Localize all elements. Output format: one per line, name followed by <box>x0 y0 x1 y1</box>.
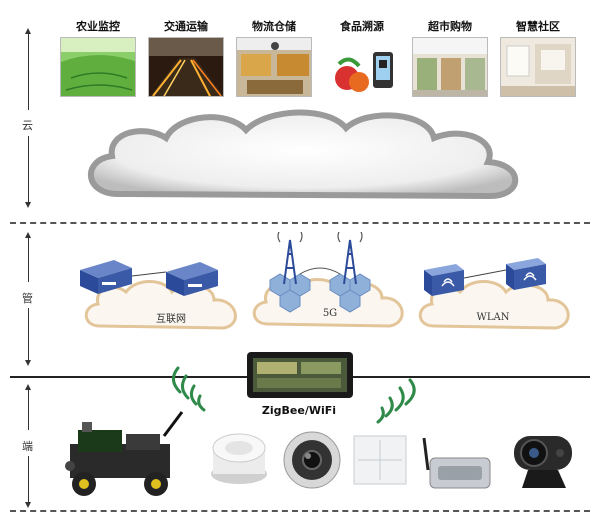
app-logistics: 物流仓储 <box>236 20 312 97</box>
gateway-label: ZigBee/WiFi <box>261 404 337 417</box>
app-label: 超市购物 <box>428 20 472 33</box>
cloud-layer-arrow-up <box>25 28 31 110</box>
fiveg-network-cloud-icon <box>252 232 404 328</box>
app-label: 智慧社区 <box>516 20 560 33</box>
wlan-network-cloud-icon <box>418 258 570 330</box>
access-point-icon <box>424 264 464 296</box>
fiveg-label: 5G <box>322 308 338 319</box>
dome-camera-icon <box>283 431 341 489</box>
food-scan-photo-icon <box>324 37 400 97</box>
supermarket-photo-icon <box>412 37 488 97</box>
bottom-divider <box>10 510 590 512</box>
internet-label: 互联网 <box>156 314 186 325</box>
robot-car-icon <box>65 411 184 496</box>
pipe-layer-label: 管 <box>22 292 33 305</box>
cell-tower-icon <box>277 232 363 285</box>
webcam-icon <box>514 436 572 488</box>
edge-layer-label: 端 <box>22 440 33 453</box>
app-agriculture: 农业监控 <box>60 20 136 97</box>
tablet-gateway-icon <box>247 352 353 398</box>
pipe-layer-arrow-down <box>25 308 31 366</box>
app-transport: 交通运输 <box>148 20 224 97</box>
wlan-label: WLAN <box>476 312 510 323</box>
edge-layer-arrow-down <box>25 456 31 508</box>
edge-layer-arrow-up <box>25 384 31 430</box>
highway-night-photo-icon <box>148 37 224 97</box>
wireless-router-icon <box>422 437 491 489</box>
smoke-detector-icon <box>211 433 267 484</box>
wifi-signal-left-icon <box>172 366 206 412</box>
app-smart-community: 智慧社区 <box>500 20 576 97</box>
internet-network-cloud-icon <box>80 260 237 330</box>
cloud-layer-arrow-down <box>25 136 31 208</box>
farm-field-photo-icon <box>60 37 136 97</box>
cloud-pipe-divider <box>10 222 590 224</box>
app-supermarket: 超市购物 <box>412 20 488 97</box>
app-label: 交通运输 <box>164 20 208 33</box>
server-icon <box>80 260 132 294</box>
app-label: 食品溯源 <box>340 20 384 33</box>
app-label: 农业监控 <box>76 20 120 33</box>
app-label: 物流仓储 <box>252 20 296 33</box>
app-food-trace: 食品溯源 <box>324 20 400 97</box>
cloud-platform-icon <box>88 109 519 200</box>
smart-home-photo-icon <box>500 37 576 97</box>
cloud-layer-label: 云 <box>22 119 33 132</box>
pipe-layer-arrow-up <box>25 232 31 282</box>
wifi-signal-right-icon <box>376 378 416 424</box>
warehouse-photo-icon <box>236 37 312 97</box>
wall-switch-icon <box>353 435 407 485</box>
